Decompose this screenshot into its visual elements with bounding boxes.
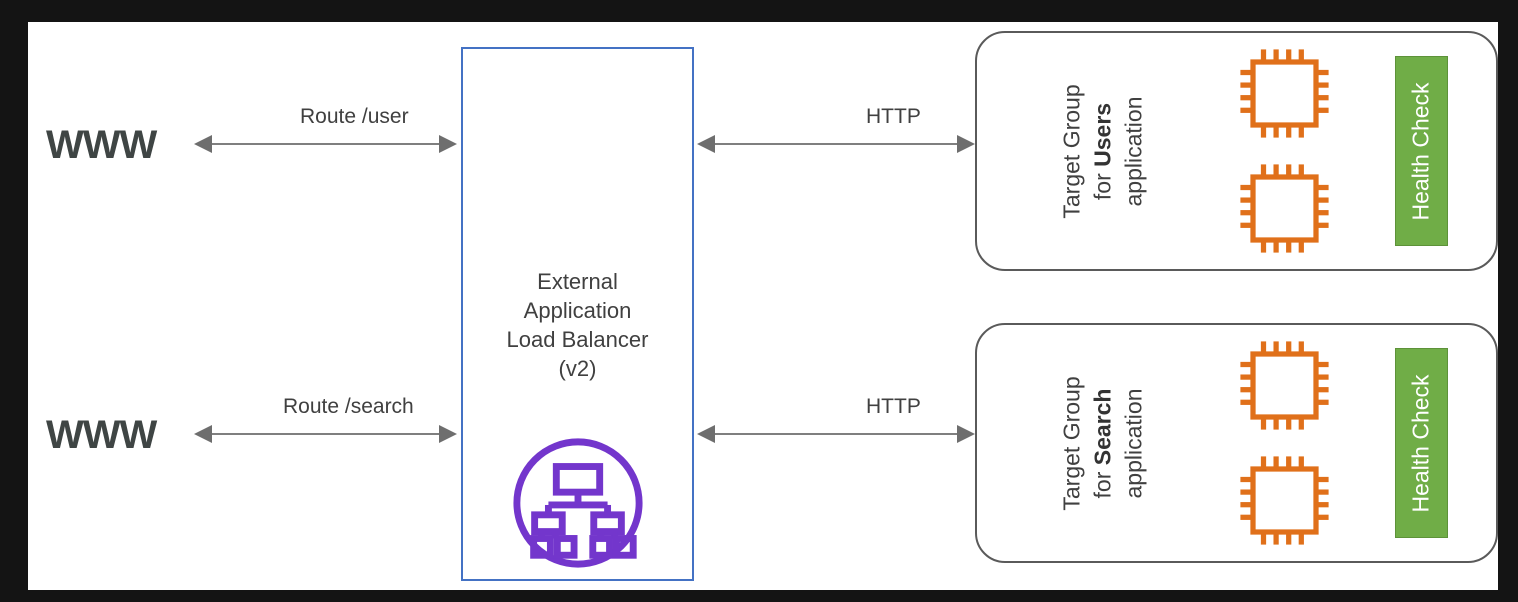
external-application-load-balancer[interactable]: External Application Load Balancer (v2) xyxy=(461,47,694,581)
health-check-badge-users[interactable]: Health Check xyxy=(1395,56,1448,246)
tg-search-line-2-bold: Search xyxy=(1089,388,1116,465)
health-check-badge-search[interactable]: Health Check xyxy=(1395,348,1448,538)
edge-lb-to-target-users xyxy=(691,134,981,154)
tg-users-line-2-prefix: for xyxy=(1089,166,1116,200)
tg-search-line-1: Target Group xyxy=(1058,375,1085,511)
cpu-chip-icon xyxy=(1240,341,1329,430)
tg-users-line-1: Target Group xyxy=(1058,83,1085,219)
tg-users-line-2: for Users xyxy=(1088,84,1119,218)
cpu-chip-icon xyxy=(1240,164,1329,253)
target-group-search-label: Target Group for Search application xyxy=(983,325,1223,561)
client-www-bottom: WWW xyxy=(46,413,157,457)
lb-title-line-3: Load Balancer xyxy=(506,327,649,352)
edge-lb-to-target-search xyxy=(691,424,981,444)
target-group-search[interactable]: Target Group for Search application xyxy=(975,323,1498,563)
edge-label-http-users: HTTP xyxy=(866,105,921,128)
tg-search-line-2: for Search xyxy=(1088,376,1119,510)
cpu-chip-icon xyxy=(1240,456,1329,545)
load-balancer-title: External Application Load Balancer (v2) xyxy=(463,267,692,383)
target-group-users-instances xyxy=(1232,41,1337,261)
tg-search-line-3: application xyxy=(1120,388,1147,498)
diagram-canvas: WWW WWW Route /user xyxy=(28,22,1498,590)
client-www-top: WWW xyxy=(46,123,157,167)
tg-users-line-2-bold: Users xyxy=(1089,102,1116,167)
edge-label-http-search: HTTP xyxy=(866,395,921,418)
lb-title-line-2: Application xyxy=(523,298,632,323)
tg-users-line-3: application xyxy=(1120,96,1147,206)
edge-client-to-lb-search xyxy=(188,424,463,444)
target-group-users[interactable]: Target Group for Users application xyxy=(975,31,1498,271)
edge-label-route-user: Route /user xyxy=(300,105,409,128)
load-balancer-icon xyxy=(509,434,647,572)
edge-client-to-lb-user xyxy=(188,134,463,154)
lb-title-line-1: External xyxy=(537,269,618,294)
health-check-label: Health Check xyxy=(1408,373,1435,513)
cpu-chip-icon xyxy=(1240,49,1329,138)
lb-title-line-4: (v2) xyxy=(558,356,597,381)
edge-label-route-search: Route /search xyxy=(283,395,414,418)
target-group-search-instances xyxy=(1232,333,1337,553)
tg-search-line-2-prefix: for xyxy=(1089,464,1116,498)
target-group-users-label: Target Group for Users application xyxy=(983,33,1223,269)
health-check-label: Health Check xyxy=(1408,81,1435,221)
